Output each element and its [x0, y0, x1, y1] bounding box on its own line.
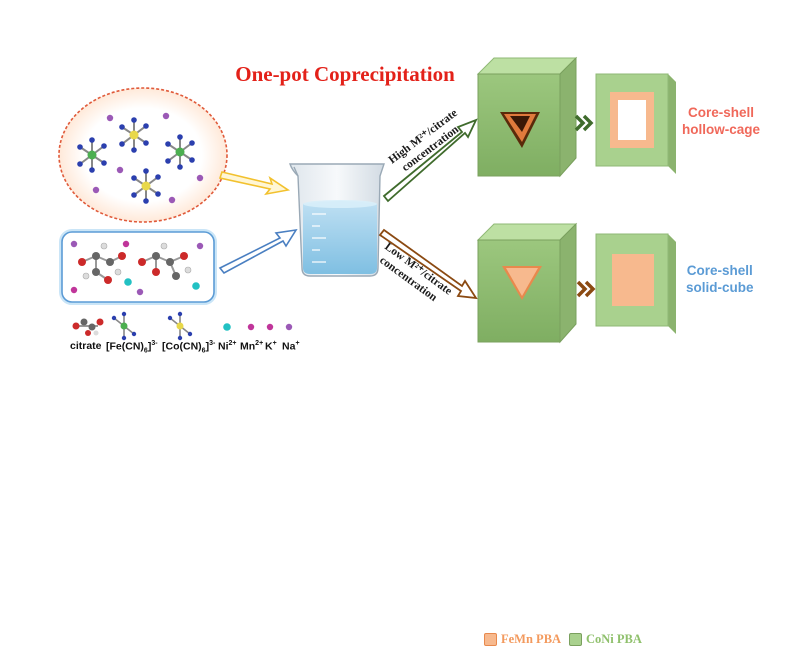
- key-citrate-icon: [72, 318, 104, 336]
- fe-cn6-molecule: [77, 137, 107, 173]
- key-co-base: [Co(CN): [162, 340, 202, 353]
- legend-fenmn: FeMn PBA: [484, 632, 561, 647]
- solid-cube-label-line1: Core-shell: [686, 263, 753, 278]
- chevron-icon-bottom: [576, 280, 596, 298]
- key-fe-cn6-icon: [111, 311, 137, 341]
- key-fe-cn6: [Fe(CN)6]3-: [106, 340, 158, 355]
- key-ni-base: Ni: [218, 340, 229, 353]
- solid-cube-section: [595, 233, 676, 334]
- key-citrate: citrate: [70, 340, 102, 352]
- solid-cube-label: Core-shell solid-cube: [686, 262, 754, 296]
- key-mn: Mn2+: [240, 340, 263, 353]
- solid-cube: [476, 222, 578, 344]
- key-na-base: Na: [282, 340, 296, 353]
- citrate-molecule: [138, 242, 192, 280]
- key-k-base: K: [265, 340, 273, 353]
- coni-swatch-icon: [569, 633, 582, 646]
- key-k: K+: [265, 340, 277, 353]
- legend-fenmn-label: FeMn PBA: [501, 632, 562, 646]
- citrate-metal-group: [59, 229, 217, 305]
- co-cn6-molecule: [119, 117, 149, 153]
- key-mn-base: Mn: [240, 340, 256, 353]
- key-fe-end: ]: [147, 340, 152, 353]
- legend-coni: CoNi PBA: [569, 632, 642, 647]
- key-ni-icon: [223, 323, 231, 331]
- fe-cn6-molecule: [165, 134, 195, 170]
- yellow-input-arrow: [218, 171, 291, 196]
- key-fe-base: [Fe(CN): [106, 340, 144, 353]
- diagram-canvas: High M²⁺/citrate concentration Low M²⁺/c…: [58, 56, 676, 344]
- key-ni-sup: 2+: [228, 340, 237, 347]
- legend-coni-label: CoNi PBA: [586, 632, 642, 646]
- hollow-cage-label: Core-shell hollow-cage: [682, 104, 760, 138]
- fenmn-swatch-icon: [484, 633, 497, 646]
- key-co-sub: 6: [201, 347, 206, 355]
- figure-title: One-pot Coprecipitation: [235, 62, 455, 86]
- blue-input-arrow: [218, 228, 298, 275]
- citrate-molecule: [78, 242, 126, 284]
- key-fe-sub: 6: [143, 347, 148, 355]
- solid-cube-label-line2: solid-cube: [686, 280, 754, 295]
- beaker: [289, 163, 385, 277]
- hollow-cage-section: [595, 73, 676, 174]
- chevron-icon-top: [574, 114, 594, 132]
- key-k-sup: +: [272, 340, 277, 347]
- hexacyanometallate-group: [58, 87, 228, 223]
- key-ni: Ni2+: [218, 340, 236, 353]
- svg-text:High M²⁺/citrate concent: High M²⁺/citrate concentration: [387, 105, 471, 177]
- key-na-icon: [285, 323, 293, 331]
- low-concentration-arrow: Low M²⁺/citrate concentration: [377, 228, 478, 304]
- hollow-cage-label-line1: Core-shell: [687, 105, 755, 120]
- key-co-cn6-icon: [167, 311, 193, 341]
- high-concentration-arrow: High M²⁺/citrate concentration: [382, 105, 478, 203]
- key-co-cn6: [Co(CN)6]3-: [162, 340, 215, 355]
- key-na: Na+: [282, 340, 300, 353]
- key-co-end: ]: [205, 340, 210, 353]
- hollow-cage-label-line2: hollow-cage: [682, 122, 761, 137]
- co-cn6-molecule: [131, 168, 161, 204]
- key-fe-sup: 3-: [151, 340, 158, 347]
- diagram: High M²⁺/citrate concentration Low M²⁺/c…: [58, 56, 760, 646]
- key-co-sup: 3-: [209, 340, 216, 347]
- key-mn-icon: [247, 323, 255, 331]
- key-mn-sup: 2+: [255, 340, 264, 347]
- key-k-icon: [266, 323, 274, 331]
- hollow-cube: [476, 56, 578, 178]
- key-na-sup: +: [295, 340, 300, 347]
